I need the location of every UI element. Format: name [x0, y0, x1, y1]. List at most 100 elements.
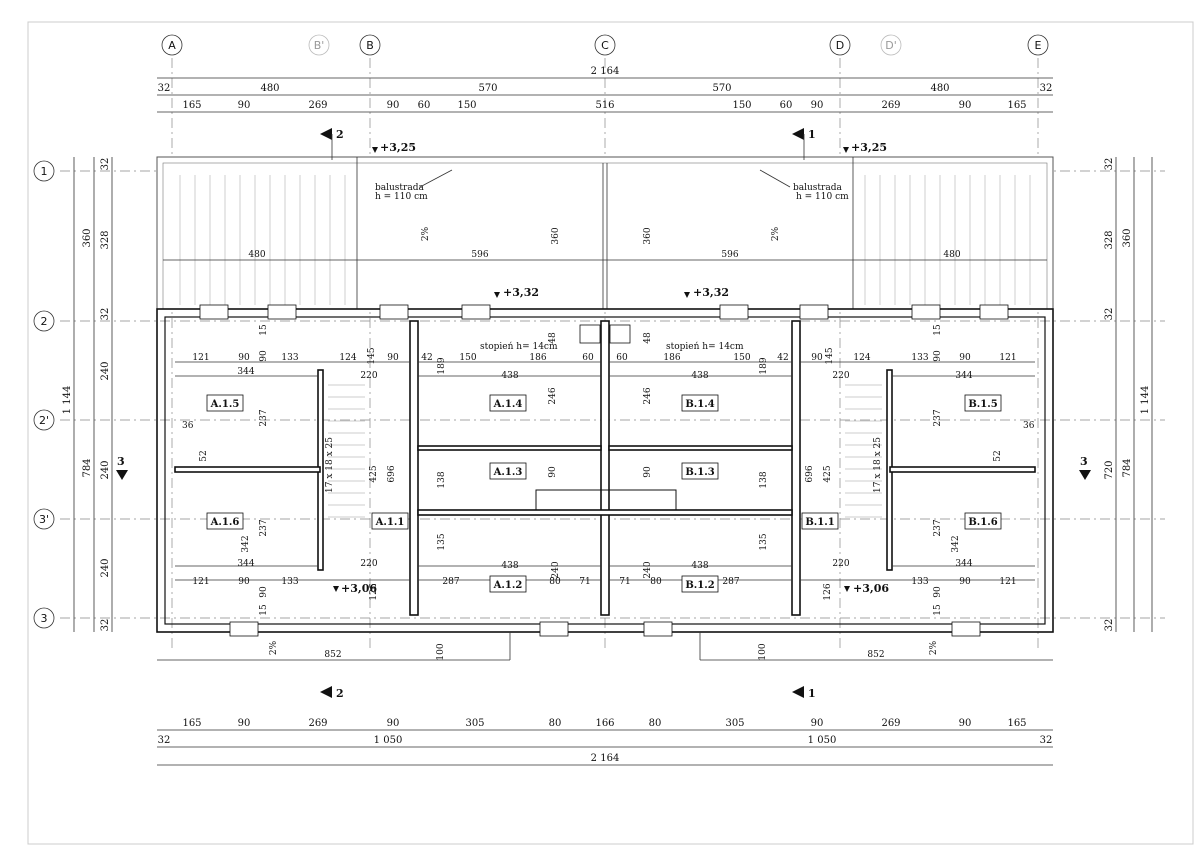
svg-text:220: 220: [832, 559, 849, 569]
svg-text:90: 90: [238, 353, 250, 363]
axis-D: D: [836, 39, 844, 52]
svg-text:124: 124: [339, 353, 356, 363]
svg-text:121: 121: [999, 353, 1016, 363]
svg-text:60: 60: [616, 353, 628, 363]
svg-text:stopień h= 14cm: stopień h= 14cm: [480, 341, 558, 352]
svg-text:124: 124: [853, 353, 870, 363]
svg-text:165: 165: [182, 718, 201, 729]
svg-text:stopień h= 14cm: stopień h= 14cm: [666, 341, 744, 352]
room-labels: A.1.5 A.1.4 A.1.3 A.1.1 A.1.6 A.1.2 B.1.…: [206, 394, 1002, 593]
svg-text:90: 90: [811, 353, 823, 363]
svg-text:126: 126: [823, 583, 833, 600]
svg-text:2: 2: [336, 687, 344, 700]
svg-text:269: 269: [881, 100, 900, 111]
svg-text:480: 480: [260, 83, 279, 94]
svg-text:852: 852: [867, 650, 884, 660]
svg-text:1: 1: [808, 128, 816, 141]
svg-text:135: 135: [759, 533, 769, 550]
svg-text:90: 90: [387, 718, 400, 729]
svg-text:269: 269: [308, 718, 327, 729]
svg-text:1 144: 1 144: [1140, 386, 1151, 415]
svg-text:150: 150: [457, 100, 476, 111]
svg-text:90: 90: [238, 100, 251, 111]
svg-text:438: 438: [501, 561, 518, 571]
room-A14: A.1.4: [493, 399, 523, 410]
room-A15: A.1.5: [210, 399, 240, 410]
svg-text:121: 121: [999, 577, 1016, 587]
svg-text:133: 133: [281, 577, 298, 587]
svg-text:138: 138: [437, 471, 447, 488]
svg-text:240: 240: [100, 460, 111, 479]
svg-text:32: 32: [158, 83, 171, 94]
svg-text:32: 32: [1104, 158, 1115, 171]
svg-text:570: 570: [712, 83, 731, 94]
svg-text:570: 570: [478, 83, 497, 94]
svg-text:269: 269: [308, 100, 327, 111]
svg-text:342: 342: [951, 535, 961, 552]
axis-bubbles-rows: 1 2 2' 3' 3: [33, 160, 55, 629]
svg-text:+3,32: +3,32: [503, 286, 539, 299]
bottom-extra: 852 852 100 100 2% 2%: [157, 632, 1053, 661]
svg-text:126: 126: [369, 583, 379, 600]
svg-text:145: 145: [825, 347, 835, 364]
svg-text:438: 438: [691, 371, 708, 381]
room-B14: B.1.4: [685, 399, 714, 410]
svg-text:17 x 18 x 25: 17 x 18 x 25: [325, 437, 335, 493]
room-B13: B.1.3: [685, 467, 714, 478]
svg-text:80: 80: [649, 718, 662, 729]
svg-text:696: 696: [387, 465, 397, 482]
svg-text:90: 90: [959, 718, 972, 729]
room-B16: B.1.6: [968, 517, 997, 528]
svg-text:342: 342: [241, 535, 251, 552]
svg-text:32: 32: [1040, 83, 1053, 94]
svg-text:133: 133: [911, 577, 928, 587]
svg-text:596: 596: [471, 250, 488, 260]
axis-C: C: [601, 39, 609, 52]
svg-text:3: 3: [41, 612, 48, 625]
svg-text:+3,25: +3,25: [380, 141, 416, 154]
svg-text:360: 360: [643, 227, 653, 244]
axis-B: B: [366, 39, 374, 52]
axis-bubbles-columns: A B' B C D D' E: [161, 34, 1049, 56]
svg-text:165: 165: [1007, 718, 1026, 729]
svg-text:165: 165: [1007, 100, 1026, 111]
section-marks: 2 1 2 1 3 3: [116, 128, 1091, 700]
svg-text:344: 344: [237, 559, 254, 569]
left-dimensions: 1 144 360 784 32 328 32 240 240 32 240: [62, 157, 113, 632]
svg-text:2': 2': [39, 414, 49, 427]
svg-text:2 164: 2 164: [591, 66, 620, 77]
svg-text:360: 360: [82, 228, 93, 247]
svg-text:186: 186: [529, 353, 546, 363]
svg-text:15: 15: [259, 324, 269, 336]
svg-text:90: 90: [387, 353, 399, 363]
svg-text:42: 42: [777, 353, 788, 363]
svg-text:90: 90: [811, 100, 824, 111]
svg-text:305: 305: [725, 718, 744, 729]
svg-text:138: 138: [759, 471, 769, 488]
axis-A: A: [168, 39, 176, 52]
svg-text:240: 240: [100, 361, 111, 380]
svg-text:166: 166: [595, 718, 614, 729]
svg-text:480: 480: [943, 250, 960, 260]
svg-text:425: 425: [823, 465, 833, 482]
svg-text:+3,32: +3,32: [693, 286, 729, 299]
svg-text:150: 150: [459, 353, 476, 363]
svg-text:133: 133: [911, 353, 928, 363]
svg-text:186: 186: [663, 353, 680, 363]
svg-text:90: 90: [811, 718, 824, 729]
svg-text:h = 110 cm: h = 110 cm: [375, 192, 428, 202]
axis-B-prime: B': [314, 39, 325, 52]
svg-text:80: 80: [549, 718, 562, 729]
svg-text:90: 90: [933, 350, 943, 362]
svg-text:90: 90: [387, 100, 400, 111]
svg-text:305: 305: [465, 718, 484, 729]
svg-text:+3,06: +3,06: [853, 582, 889, 595]
svg-text:100: 100: [436, 643, 446, 660]
room-dimensions: 121 90 133 124 90 344 220 237 36 52 145 …: [182, 324, 1035, 616]
right-dimensions: 32 328 32 720 32 360 784 1 144: [1104, 157, 1153, 632]
axis-E: E: [1035, 39, 1042, 52]
svg-text:60: 60: [780, 100, 793, 111]
svg-text:852: 852: [324, 650, 341, 660]
svg-text:32: 32: [158, 735, 171, 746]
svg-text:balustrada: balustrada: [375, 183, 424, 193]
